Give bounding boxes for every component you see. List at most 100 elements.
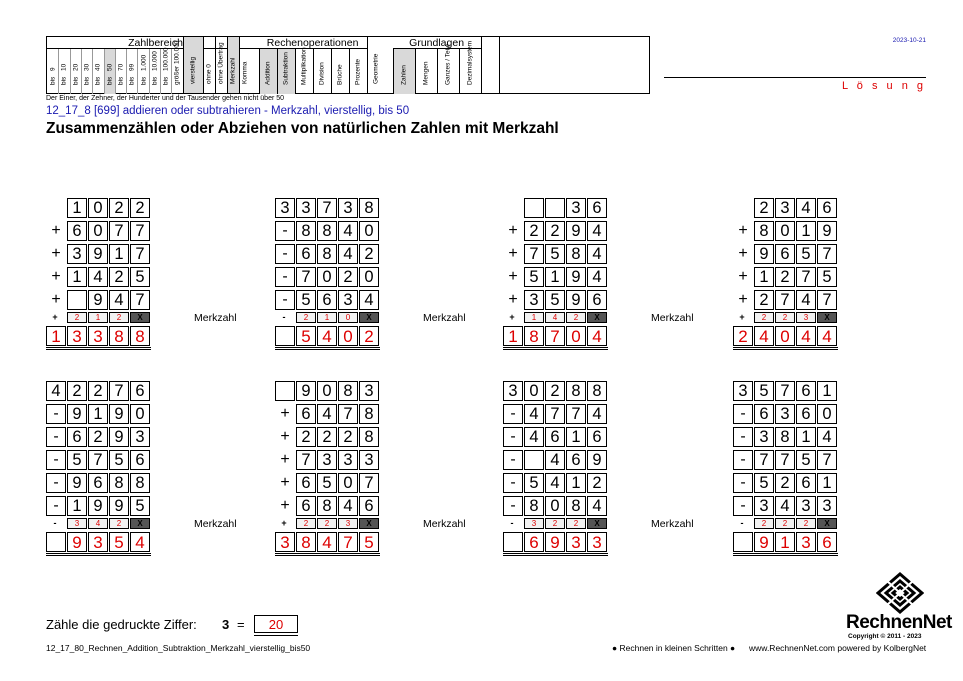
carry-cell: 3 xyxy=(67,518,87,529)
digit-cell: 2 xyxy=(545,221,565,241)
digit-cell: 2 xyxy=(88,427,108,447)
result-digit: 1 xyxy=(46,326,66,346)
digit-cell: 5 xyxy=(130,496,150,516)
digit-cell: 5 xyxy=(545,290,565,310)
mid-col-label: ohne 0 xyxy=(205,64,213,84)
digit-cell xyxy=(275,244,295,264)
result-digit: 7 xyxy=(545,326,565,346)
digit-cell: 8 xyxy=(338,381,358,401)
digit-cell: 2 xyxy=(524,221,544,241)
mid-col-label: Merkzahl xyxy=(229,57,237,84)
digit-cell: 2 xyxy=(317,427,337,447)
digit-cell: 5 xyxy=(524,267,544,287)
digit-cell: 4 xyxy=(524,427,544,447)
digit-cell: 5 xyxy=(817,267,837,287)
result-digit: 3 xyxy=(88,532,108,552)
group-rechenoperationen: Rechenoperationen xyxy=(258,37,367,49)
result-digit: 3 xyxy=(67,326,87,346)
digit-cell: 7 xyxy=(109,221,129,241)
range-value: 10 xyxy=(60,63,68,71)
col-komma: Komma xyxy=(238,37,251,93)
operation-col: Multiplikation xyxy=(294,47,313,94)
result-digit xyxy=(733,532,753,552)
operator-sign: + xyxy=(280,497,290,514)
carry-cell: 2 xyxy=(296,518,316,529)
website-credit: www.RechnenNet.com powered by KolbergNet xyxy=(749,643,927,653)
digit-cell: 5 xyxy=(754,381,774,401)
digit-cell: 4 xyxy=(587,404,607,424)
digit-cell: 2 xyxy=(775,267,795,287)
range-bis: bis xyxy=(140,76,148,85)
operation-label: Subtraktion xyxy=(282,52,290,85)
result-double-line xyxy=(733,349,838,350)
result-digit: 1 xyxy=(503,326,523,346)
file-name: 12_17_80_Rechnen_Addition_Subtraktion_Me… xyxy=(46,643,311,653)
digit-cell: 8 xyxy=(317,244,337,264)
operator-sign: + xyxy=(738,291,748,308)
operator-sign: + xyxy=(738,268,748,285)
digit-cell: 4 xyxy=(338,221,358,241)
mid-col-label: Komma xyxy=(241,61,249,84)
mid-col-label: vierstellig xyxy=(189,56,197,84)
digit-cell: 7 xyxy=(109,381,129,401)
digit-cell: 4 xyxy=(317,404,337,424)
digit-cell: 1 xyxy=(545,267,565,287)
digit-cell xyxy=(275,221,295,241)
operator-sign: + xyxy=(51,245,61,262)
result-digit: 3 xyxy=(275,532,295,552)
digit-cell: 9 xyxy=(109,427,129,447)
operator-sign: + xyxy=(51,268,61,285)
digit-cell: 8 xyxy=(359,404,379,424)
operation-col: Subtraktion xyxy=(276,49,295,94)
digit-cell: 8 xyxy=(775,427,795,447)
operator-sign: - xyxy=(510,474,516,491)
digit-cell xyxy=(524,450,544,470)
result-digit: 2 xyxy=(359,326,379,346)
operation-col: Prozente xyxy=(348,49,367,94)
carry-cell: 3 xyxy=(796,312,816,323)
digit-cell: 9 xyxy=(67,473,87,493)
result-digit: 9 xyxy=(754,532,774,552)
digit-cell: 8 xyxy=(566,496,586,516)
digit-cell: 7 xyxy=(775,450,795,470)
carry-blocked-cell: X xyxy=(130,518,150,529)
carry-blocked-cell: X xyxy=(359,312,379,323)
solution-divider xyxy=(664,77,926,78)
digit-cell xyxy=(503,496,523,516)
digit-cell: 4 xyxy=(545,450,565,470)
digit-cell: 5 xyxy=(524,473,544,493)
carry-cell: 2 xyxy=(775,518,795,529)
digit-cell: 2 xyxy=(338,267,358,287)
result-digit: 3 xyxy=(88,326,108,346)
result-digit: 0 xyxy=(338,326,358,346)
operator-sign: + xyxy=(280,474,290,491)
result-digit: 1 xyxy=(775,532,795,552)
carry-cell: 3 xyxy=(524,518,544,529)
digit-cell: 3 xyxy=(503,381,523,401)
digit-cell: 1 xyxy=(67,496,87,516)
operator-sign xyxy=(47,198,65,218)
digit-cell: 3 xyxy=(338,450,358,470)
operator-sign: + xyxy=(280,451,290,468)
digit-cell: 7 xyxy=(754,450,774,470)
digit-cell: 7 xyxy=(545,404,565,424)
merkzahl-label: Merkzahl xyxy=(194,312,237,324)
digit-cell: 0 xyxy=(775,221,795,241)
brand-name: RechnenNet xyxy=(846,612,952,633)
carry-cell: 0 xyxy=(338,312,358,323)
digit-cell: 9 xyxy=(754,244,774,264)
digit-cell xyxy=(275,290,295,310)
digit-cell: 4 xyxy=(587,267,607,287)
grundlagen-col: Zahlen xyxy=(392,49,415,94)
digit-cell: 7 xyxy=(775,290,795,310)
digit-cell: 8 xyxy=(359,427,379,447)
carry-cell: 2 xyxy=(317,518,337,529)
digit-cell: 6 xyxy=(317,290,337,310)
rechnennet-logo-icon xyxy=(875,572,925,619)
operator-sign: + xyxy=(51,222,61,239)
digit-cell: 7 xyxy=(817,244,837,264)
digit-cell xyxy=(46,496,66,516)
result-digit: 4 xyxy=(587,326,607,346)
digit-cell: 7 xyxy=(88,450,108,470)
